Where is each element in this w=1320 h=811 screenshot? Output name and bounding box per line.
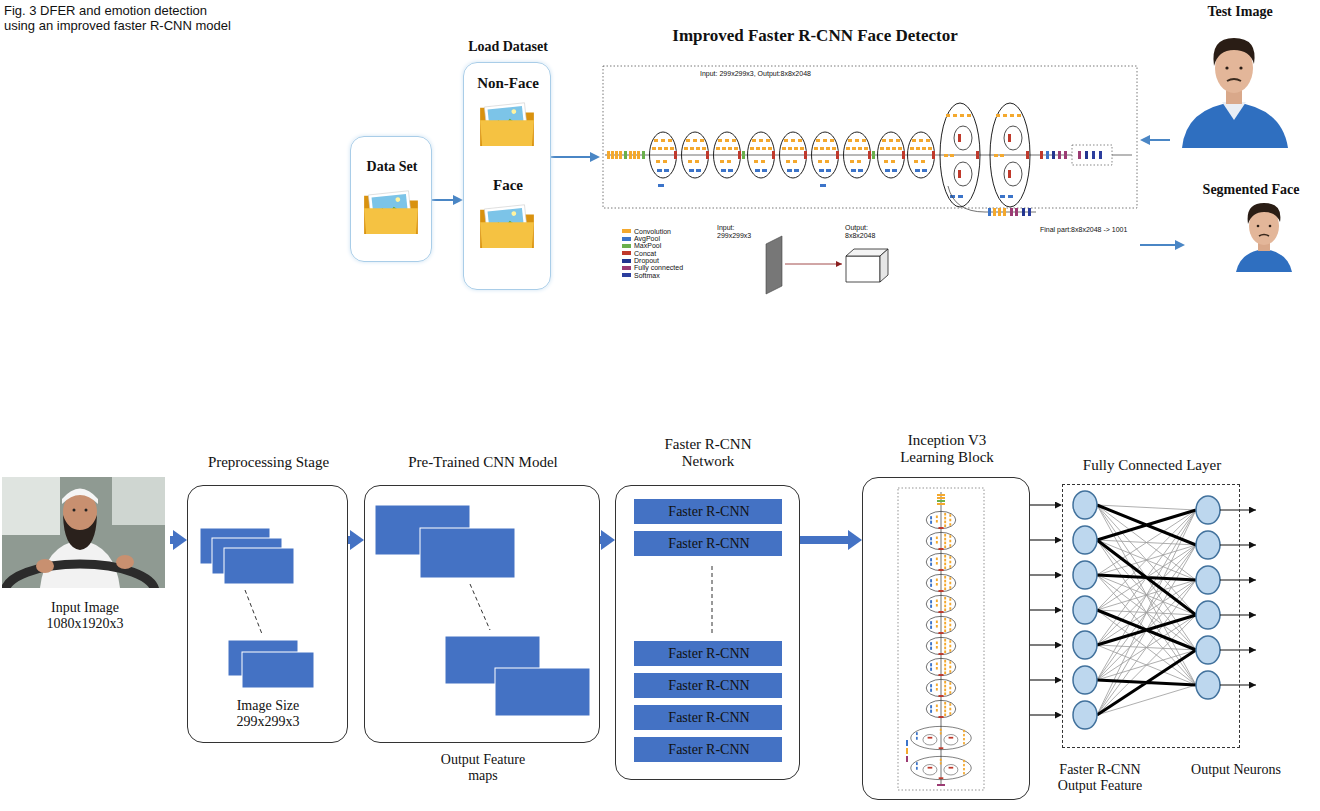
node-title: Segmented Face bbox=[1185, 182, 1317, 198]
pretrained-cnn-box: Pre-Trained CNN ModelOutput Feature maps bbox=[364, 485, 600, 743]
node-title: Faster R-CNN bbox=[634, 504, 784, 520]
node-text: Non-Face bbox=[464, 75, 552, 92]
feature-map-stack bbox=[375, 505, 590, 716]
input-size-note: Input: 299x299x3 bbox=[717, 224, 759, 240]
node-title: Preprocessing Stage bbox=[178, 454, 359, 471]
legend-row: MaxPool bbox=[622, 236, 661, 243]
test-image: Test Image bbox=[1170, 2, 1310, 152]
node-title: Fully Connected Layer bbox=[1043, 457, 1261, 474]
folder-icon bbox=[480, 103, 534, 146]
flow-arrow bbox=[551, 156, 590, 158]
output-size-note: Output: 8x8x2048 bbox=[845, 224, 887, 240]
faster-rcnn-block: Faster R-CNN bbox=[633, 640, 783, 667]
flow-arrow bbox=[600, 536, 601, 544]
node-title: Input Image 1080x1920x3 bbox=[35, 600, 135, 632]
legend-swatch bbox=[622, 244, 631, 248]
driver-photo bbox=[2, 477, 165, 588]
legend-text: Fully connected bbox=[634, 264, 683, 271]
legend-text: MaxPool bbox=[634, 242, 661, 249]
node-text: Image Size 299x299x3 bbox=[228, 698, 308, 730]
folder-icon bbox=[480, 205, 534, 248]
neuron-links bbox=[1097, 505, 1196, 715]
node-title: Faster R-CNN bbox=[634, 536, 784, 552]
legend-row: Dropout bbox=[622, 250, 659, 257]
output-neurons-label: Output Neurons bbox=[1180, 762, 1292, 778]
load-dataset-box: Load DatasetNon-FaceFace bbox=[463, 62, 551, 290]
faster-rcnn-block: Faster R-CNN bbox=[633, 530, 783, 557]
node-text: Face bbox=[464, 177, 552, 194]
tensor-shape-sketch bbox=[766, 236, 888, 294]
test-photo bbox=[1178, 24, 1290, 148]
final-part-note: Final part:8x8x2048 -> 1001 bbox=[1040, 226, 1152, 234]
legend-swatch bbox=[622, 266, 631, 270]
flow-arrow bbox=[1030, 644, 1055, 645]
legend-row: AvgPool bbox=[622, 228, 660, 235]
flow-arrow bbox=[1030, 679, 1055, 680]
legend-row: Fully connected bbox=[622, 258, 683, 265]
legend-swatch bbox=[622, 251, 631, 255]
legend-text: Concat bbox=[634, 250, 656, 257]
faster-rcnn-block: Faster R-CNN bbox=[633, 736, 783, 763]
legend-row: Concat bbox=[622, 243, 656, 250]
faster-rcnn-block: Faster R-CNN bbox=[633, 498, 783, 525]
node-title: Faster R-CNN bbox=[634, 710, 784, 726]
ellipsis-line bbox=[712, 566, 713, 634]
input-image: Input Image 1080x1920x3 bbox=[0, 474, 170, 639]
segmented-face: Segmented Face bbox=[1185, 180, 1317, 275]
legend-text: Convolution bbox=[634, 228, 671, 235]
legend-swatch bbox=[622, 237, 631, 241]
node-title: Faster R-CNN bbox=[634, 678, 784, 694]
node-title: Faster R-CNN bbox=[634, 742, 784, 758]
segmented-face-photo bbox=[1236, 203, 1292, 272]
output-arrows bbox=[1220, 510, 1256, 685]
output-feature-label: Faster R-CNN Output Feature bbox=[1050, 762, 1150, 794]
node-title: Test Image bbox=[1170, 4, 1310, 20]
faster-rcnn-block: Faster R-CNN bbox=[633, 704, 783, 731]
flow-arrow bbox=[1140, 244, 1175, 246]
flow-arrow bbox=[170, 536, 173, 544]
dataset-box: Data Set bbox=[350, 136, 432, 262]
folder-icon bbox=[364, 191, 418, 234]
legend-swatch bbox=[622, 259, 631, 263]
legend-text: Dropout bbox=[634, 257, 659, 264]
inception-network bbox=[603, 66, 1137, 216]
node-title: Improved Faster R-CNN Face Detector bbox=[600, 26, 1030, 46]
node-title: Load Dataset bbox=[448, 39, 568, 55]
image-stack bbox=[200, 528, 314, 688]
faster-rcnn-block: Faster R-CNN bbox=[633, 672, 783, 699]
node-title: Inception V3 Learning Block bbox=[887, 432, 1007, 467]
legend-row: Convolution bbox=[622, 221, 671, 228]
flow-arrow bbox=[800, 536, 848, 544]
flow-arrow bbox=[1030, 714, 1055, 715]
node-title: Faster R-CNN bbox=[634, 646, 784, 662]
legend-text: Softmax bbox=[634, 272, 660, 279]
face-detector-panel: Improved Faster R-CNN Face DetectorInput… bbox=[600, 26, 1140, 292]
faster-rcnn-network-box: Faster R-CNN NetworkFaster R-CNNFaster R… bbox=[615, 485, 800, 780]
fully-connected-layer: Fully Connected Layer bbox=[1062, 484, 1240, 748]
legend-swatch bbox=[622, 273, 631, 277]
node-title: Data Set bbox=[351, 159, 433, 175]
flow-arrow bbox=[1030, 539, 1055, 540]
node-text: Output Feature maps bbox=[440, 752, 526, 784]
figure-caption: Fig. 3 DFER and emotion detection using … bbox=[4, 4, 236, 34]
flow-arrow bbox=[348, 536, 350, 544]
ellipsis-line bbox=[245, 590, 262, 634]
flow-arrow bbox=[432, 199, 453, 201]
node-title: Faster R-CNN Network bbox=[653, 436, 763, 471]
ellipsis-line bbox=[470, 584, 490, 630]
legend-row: Softmax bbox=[622, 265, 660, 272]
legend-swatch bbox=[622, 229, 631, 233]
inception-network-vertical bbox=[898, 488, 984, 790]
flow-arrow bbox=[1030, 574, 1055, 575]
legend-text: AvgPool bbox=[634, 235, 660, 242]
node-title: Pre-Trained CNN Model bbox=[365, 454, 601, 471]
flow-arrow bbox=[1150, 139, 1170, 141]
flow-arrow bbox=[1030, 504, 1055, 505]
node-text: Input: 299x299x3, Output:8x8x2048 bbox=[700, 70, 920, 78]
neurons bbox=[1073, 491, 1220, 729]
preprocessing-box: Preprocessing StageImage Size 299x299x3 bbox=[187, 485, 348, 743]
inception-block: Inception V3 Learning Block bbox=[862, 477, 1030, 800]
flow-arrow bbox=[1030, 609, 1055, 610]
